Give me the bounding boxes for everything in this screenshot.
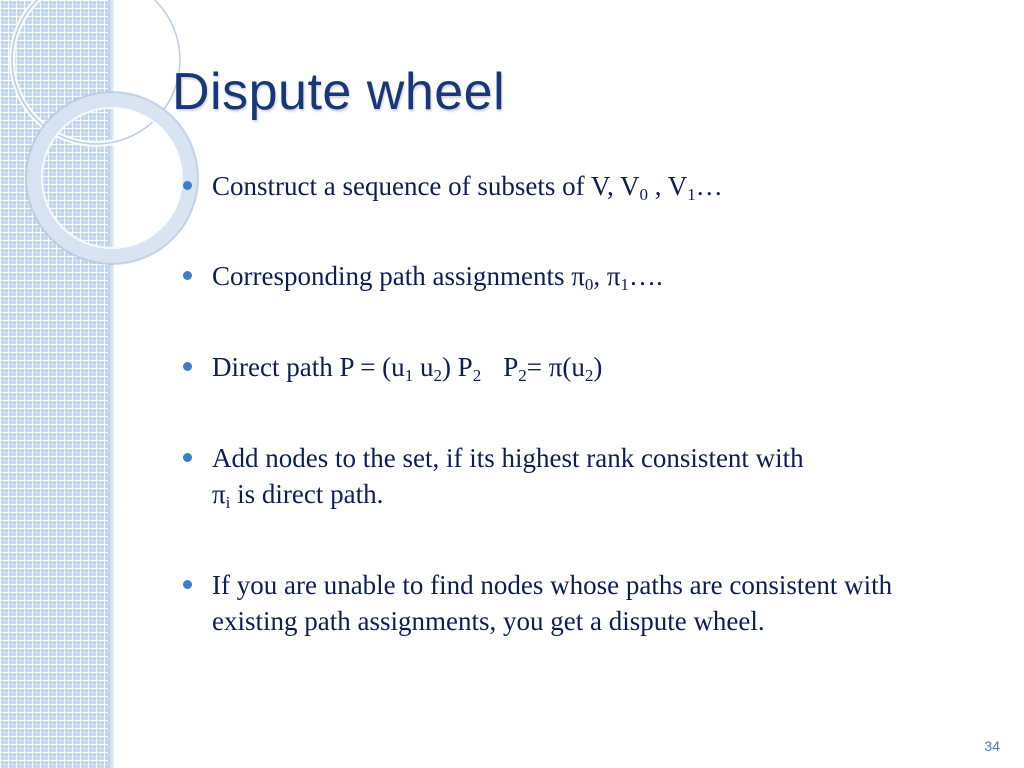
- bullet-text: Add nodes to the set, if its highest ran…: [212, 443, 804, 512]
- text-run: …: [695, 171, 723, 201]
- subscript: 2: [518, 366, 527, 385]
- subscript: 0: [584, 275, 594, 294]
- ring-inner-shade: [25, 91, 199, 265]
- subscript: 2: [433, 366, 442, 385]
- subscript: 2: [472, 366, 482, 385]
- ring-inner-highlight: [41, 107, 183, 249]
- text-run: Corresponding path assignments π: [212, 261, 585, 291]
- text-run: ….: [629, 261, 663, 291]
- text-run: Add nodes to the set, if its highest ran…: [212, 443, 804, 473]
- text-run: , V: [647, 171, 688, 201]
- bullet-dot-icon: [183, 362, 192, 371]
- bullet-item-add-nodes: Add nodes to the set, if its highest ran…: [183, 440, 992, 512]
- text-run: u: [413, 352, 434, 382]
- subscript: 2: [584, 366, 594, 385]
- band-edge: [108, 0, 114, 768]
- text-run: = π(u: [526, 352, 585, 382]
- bullet-text: Corresponding path assignments π0, π1….: [212, 261, 663, 294]
- text-run: ) P: [441, 352, 473, 382]
- subscript: 1: [687, 185, 696, 204]
- text-run: is direct path.: [230, 479, 384, 509]
- subscript: 0: [639, 185, 648, 204]
- text-run: Construct a sequence of subsets of V, V: [212, 171, 640, 201]
- text-run: Direct path P = (u: [212, 352, 405, 382]
- subscript: i: [225, 493, 231, 512]
- text-run: , π: [593, 261, 621, 291]
- ring-inner: [26, 92, 198, 264]
- decorative-rings: [9, 0, 199, 265]
- bullet-text: Construct a sequence of subsets of V, V0…: [212, 171, 723, 204]
- text-run: ): [593, 352, 603, 382]
- bullet-item-dispute-wheel: If you are unable to find nodes whose pa…: [183, 567, 972, 639]
- slide-title: Dispute wheel: [172, 63, 506, 121]
- subscript: 1: [620, 275, 630, 294]
- text-run: π: [212, 479, 226, 509]
- bullet-text: If you are unable to find nodes whose pa…: [212, 570, 893, 636]
- bullet-dot-icon: [183, 271, 192, 280]
- ring-outer-shade: [11, 0, 181, 145]
- page-number: 34: [984, 738, 1000, 754]
- bullet-item-path-assignments: Corresponding path assignments π0, π1….: [183, 258, 663, 294]
- bullet-dot-icon: [183, 580, 192, 589]
- bullet-dot-icon: [183, 181, 192, 190]
- text-run: P: [503, 352, 519, 382]
- bullet-dot-icon: [183, 453, 192, 462]
- subscript: 1: [404, 366, 414, 385]
- bullet-item-subsets: Construct a sequence of subsets of V, V0…: [183, 168, 723, 204]
